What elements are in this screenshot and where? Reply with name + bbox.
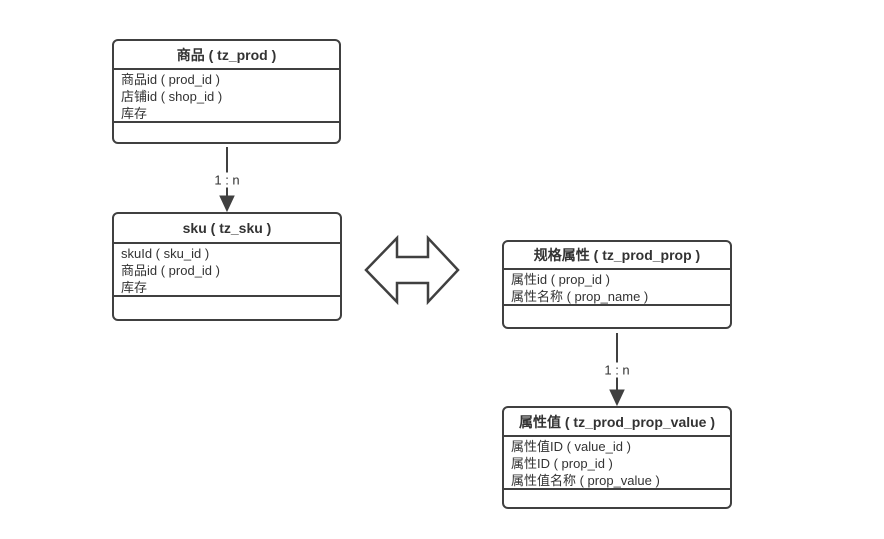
table-fields: 属性id ( prop_id ) 属性名称 ( prop_name ) xyxy=(504,268,730,304)
cardinality-label: 1 : n xyxy=(601,362,633,378)
entity-table-prod-prop: 规格属性 ( tz_prod_prop ) 属性id ( prop_id )属性… xyxy=(502,240,732,329)
table-footer-empty xyxy=(504,304,730,327)
table-fields: 商品id ( prod_id ) 店铺id ( shop_id ) 库存 xyxy=(114,68,339,121)
table-footer-empty xyxy=(114,295,340,319)
bidirectional-arrow-shape xyxy=(364,234,460,306)
table-field: 属性名称 ( prop_name ) xyxy=(511,289,649,304)
table-title: 商品 ( tz_prod ) xyxy=(176,46,277,63)
table-footer-empty xyxy=(114,121,339,142)
cardinality-label: 1 : n xyxy=(211,172,243,188)
table-field: 库存 xyxy=(121,106,148,121)
table-field: 属性值名称 ( prop_value ) xyxy=(511,473,660,488)
table-fields: 属性值ID ( value_id ) 属性ID ( prop_id ) 属性值名称 … xyxy=(504,435,730,488)
table-title: 规格属性 ( tz_prod_prop ) xyxy=(533,247,701,263)
table-field: 商品id ( prod_id ) xyxy=(121,72,220,87)
table-field: 属性ID ( prop_id ) xyxy=(511,456,613,471)
entity-table-sku: sku ( tz_sku ) skuId ( sku_id ) 商品id ( pr… xyxy=(112,212,342,321)
table-field: 商品id ( prod_id ) xyxy=(121,263,220,278)
table-fields: skuId ( sku_id ) 商品id ( prod_id ) 库存 xyxy=(114,242,340,295)
table-footer-empty xyxy=(504,488,730,507)
entity-table-prod: 商品 ( tz_prod ) 商品id ( prod_id ) 店铺id ( sh… xyxy=(112,39,341,144)
table-field: 店铺id ( shop_id ) xyxy=(121,89,223,104)
table-title: 属性值 ( tz_prod_prop_value ) xyxy=(518,413,716,430)
arrowhead-down-icon xyxy=(219,195,235,213)
arrowhead-down-icon xyxy=(609,389,625,407)
table-title: sku ( tz_sku ) xyxy=(182,220,272,236)
table-field: 属性id ( prop_id ) xyxy=(511,272,610,287)
table-field: skuId ( sku_id ) xyxy=(121,246,210,261)
table-field: 属性值ID ( value_id ) xyxy=(511,439,631,454)
entity-table-prod-prop-value: 属性值 ( tz_prod_prop_value ) 属性值ID ( value… xyxy=(502,406,732,509)
table-field: 库存 xyxy=(121,280,148,295)
